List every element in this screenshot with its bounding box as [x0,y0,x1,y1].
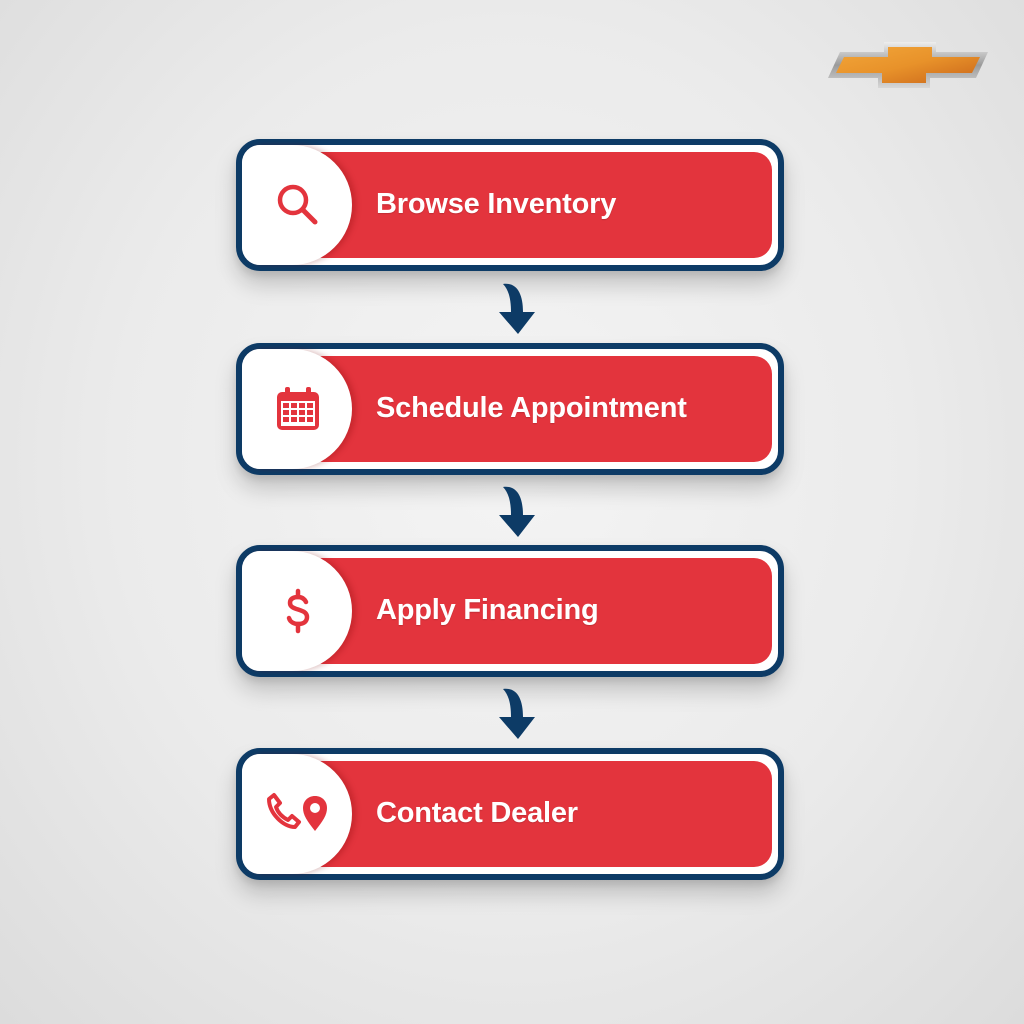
down-arrow-icon [499,486,535,537]
chevrolet-logo [828,42,988,88]
phone-location-icon [260,786,332,842]
step-card-schedule-appointment[interactable]: Schedule Appointment [236,343,784,475]
step-card-browse-inventory[interactable]: Browse Inventory [236,139,784,271]
step-label: Browse Inventory [376,187,617,220]
down-arrow-icon [499,283,535,334]
step-panel [318,356,772,462]
step-label: Apply Financing [376,593,599,626]
step-label: Contact Dealer [376,796,578,829]
icon-bubble [242,551,352,671]
icon-bubble [242,349,352,469]
step-card-contact-dealer[interactable]: Contact Dealer [236,748,784,880]
search-icon [270,177,326,233]
step-card-apply-financing[interactable]: Apply Financing [236,545,784,677]
step-panel [318,152,772,258]
step-panel [318,761,772,867]
step-panel [318,558,772,664]
step-label: Schedule Appointment [376,391,687,424]
calendar-icon [270,381,326,437]
icon-bubble [242,145,352,265]
dollar-icon [270,583,326,639]
down-arrow-icon [499,688,535,739]
icon-bubble [242,754,352,874]
